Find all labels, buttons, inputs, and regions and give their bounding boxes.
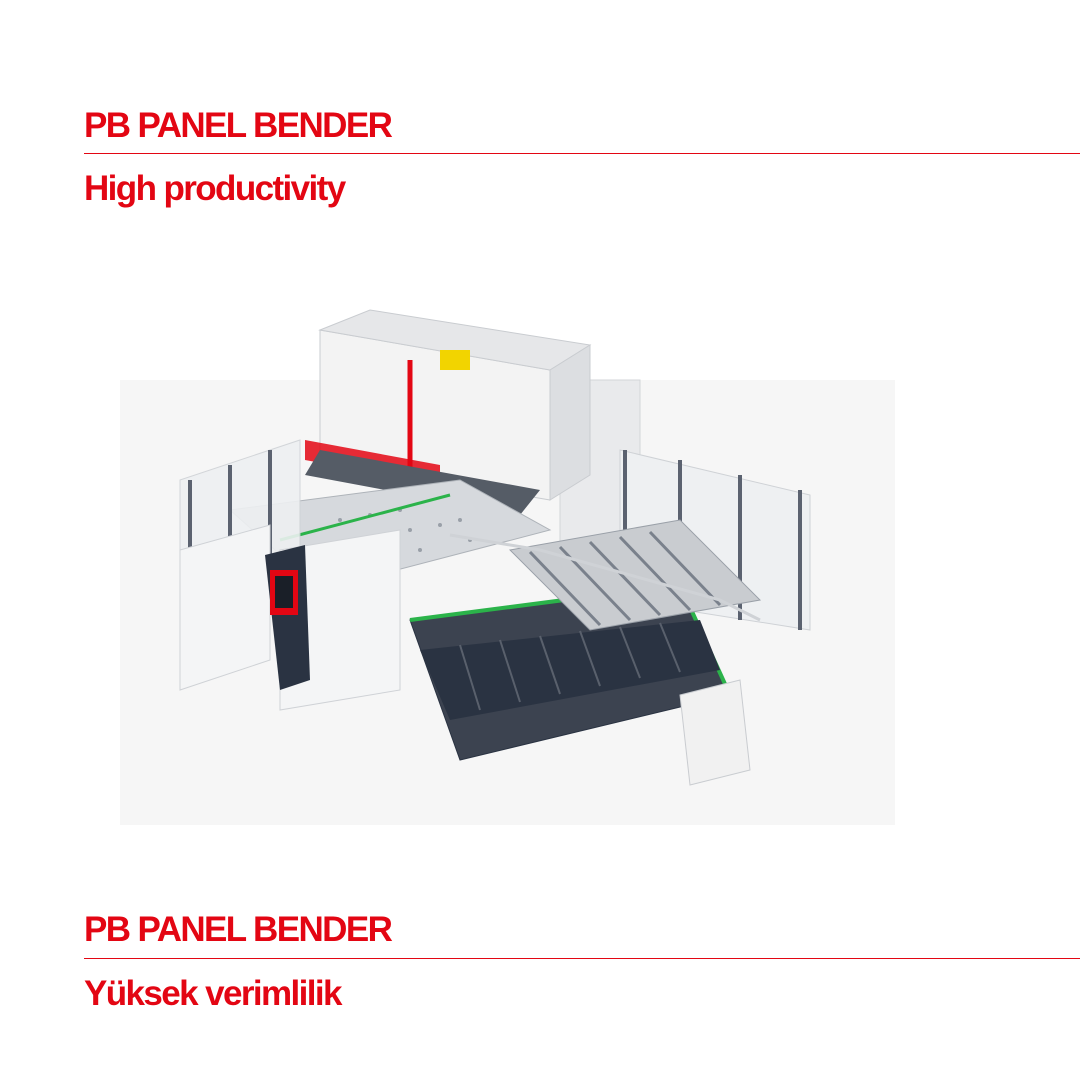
tool-storage-slots [528,530,722,627]
top-subtitle: High productivity [84,169,346,208]
safety-railing [449,533,761,622]
panel-bender-machine-image [120,309,895,825]
conveyor-bins [420,620,720,720]
top-divider [84,153,1080,154]
left-cabinet [179,524,271,691]
front-right-housing [679,679,751,786]
conveyor-bin-dividers [459,622,681,711]
bender-head-side [549,344,591,501]
bottom-subtitle: Yüksek verimlilik [84,974,342,1013]
bottom-divider [84,958,1080,959]
top-title: PB PANEL BENDER [84,106,393,145]
green-guide-rail [279,493,451,542]
yellow-actuator [440,350,470,370]
console-screen [275,576,293,608]
bottom-title: PB PANEL BENDER [84,910,393,949]
